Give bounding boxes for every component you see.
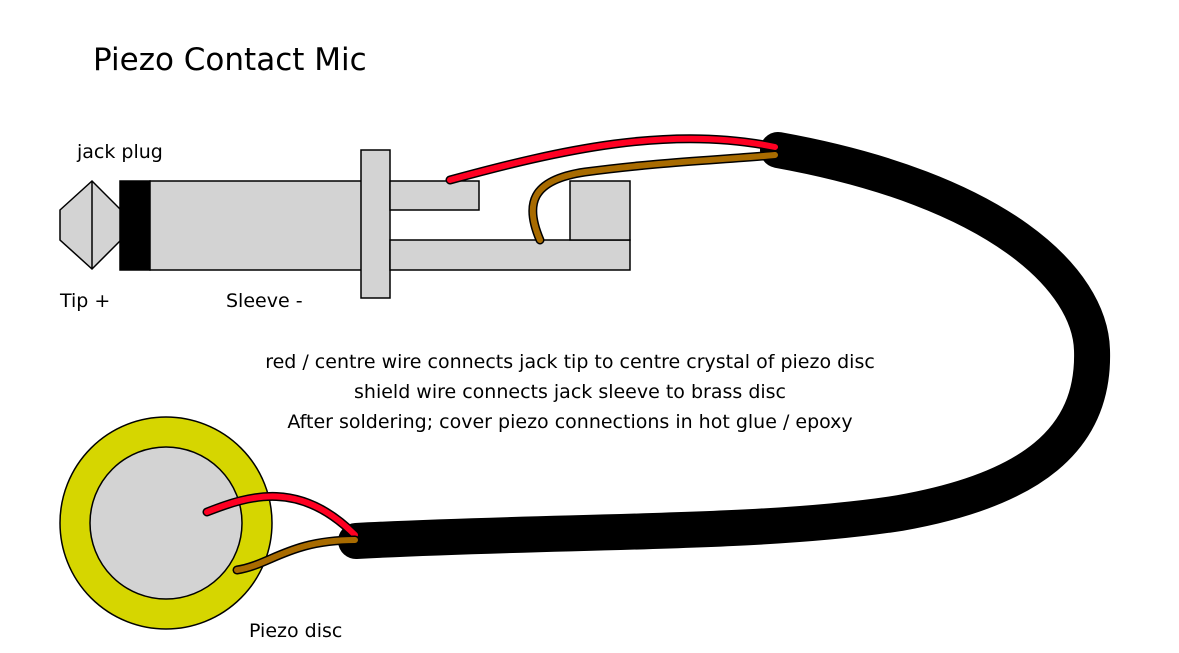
piezo-crystal [89,446,243,600]
tip-solder-lug [389,180,480,211]
sleeve-label: Sleeve - [226,290,303,312]
jack-plug-label: jack plug [77,141,163,163]
red-wire-jack-core [447,135,778,183]
piezo-disc-label: Piezo disc [249,620,343,642]
sleeve-solder-lug [389,239,631,271]
diagram-title: Piezo Contact Mic [93,42,367,78]
shield-wire-jack-core [529,152,778,243]
instruction-line: shield wire connects jack sleeve to bras… [354,381,786,403]
tip-label: Tip + [60,290,111,312]
jack-flange [360,149,391,299]
shield-wire-jack [528,150,780,245]
jack-sleeve [149,180,363,271]
red-wire-piezo-core [204,493,358,538]
sleeve-lug-tab [569,180,631,241]
instruction-line: red / centre wire connects jack tip to c… [265,351,875,373]
jack-insulator-ring [119,180,151,271]
jack-tip [59,179,122,271]
shield-wire-piezo-core [234,537,358,573]
cable-jacket [338,132,1111,559]
instructions-text: red / centre wire connects jack tip to c… [170,347,970,437]
instruction-line: After soldering; cover piezo connections… [287,411,853,433]
